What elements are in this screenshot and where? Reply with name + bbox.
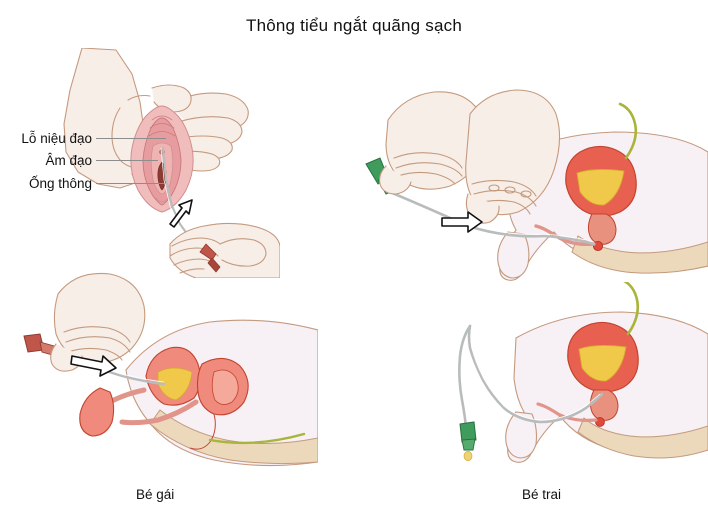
- leader-line-urethral-opening: [96, 138, 166, 139]
- label-catheter: Ống thông: [28, 176, 92, 191]
- illustration-girl-sagittal: [23, 272, 318, 467]
- page-title: Thông tiểu ngắt quãng sạch: [246, 16, 462, 35]
- panel-boy-drainage-view: [418, 282, 708, 472]
- illustration-boy-drainage: [458, 282, 708, 463]
- leader-line-vagina: [96, 160, 158, 161]
- illustration-boy-insertion: [365, 89, 708, 281]
- direction-arrow-right: [441, 211, 483, 233]
- leader-line-catheter: [96, 183, 164, 184]
- caption-girl: Bé gái: [136, 487, 175, 502]
- illustration-girl-external: [63, 48, 280, 278]
- direction-arrow-up-right: [169, 199, 193, 228]
- catheter-connector-green: [459, 421, 477, 461]
- urine-drop-icon: [463, 451, 473, 461]
- catheter-connector-red: [23, 333, 57, 357]
- label-vagina: Âm đạo: [45, 153, 92, 168]
- caption-boy: Bé trai: [522, 487, 562, 502]
- panel-girl-sagittal-view: [18, 272, 318, 472]
- panel-boy-insertion-view: [358, 66, 708, 288]
- label-urethral-opening: Lỗ niệu đạo: [21, 131, 92, 146]
- direction-arrow-right: [70, 355, 117, 377]
- panel-girl-external-view: [20, 48, 280, 278]
